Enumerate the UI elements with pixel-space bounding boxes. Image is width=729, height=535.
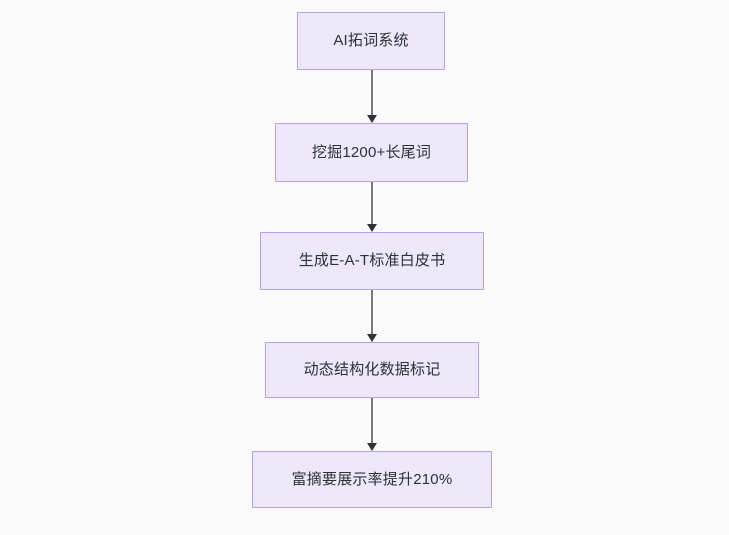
arrowhead-icon <box>367 115 377 123</box>
flow-node-ai-keyword-system[interactable]: AI拓词系统 <box>297 12 445 70</box>
flow-node-label: AI拓词系统 <box>333 32 409 49</box>
edge-n1-n2 <box>367 70 377 123</box>
flow-node-label: 富摘要展示率提升210% <box>291 470 453 488</box>
arrowhead-icon <box>367 334 377 342</box>
flow-node-label: 动态结构化数据标记 <box>303 361 441 378</box>
flow-node-mine-longtail-keywords[interactable]: 挖掘1200+长尾词 <box>275 123 468 182</box>
edge-n3-n4 <box>367 290 377 342</box>
flow-node-label: 生成E-A-T标准白皮书 <box>298 252 446 269</box>
flow-node-generate-eat-whitepaper[interactable]: 生成E-A-T标准白皮书 <box>260 232 484 290</box>
edge-line <box>371 290 373 335</box>
flow-node-rich-snippet-rate-increase[interactable]: 富摘要展示率提升210% <box>252 451 492 508</box>
edge-n4-n5 <box>367 398 377 451</box>
arrowhead-icon <box>367 443 377 451</box>
edge-line <box>371 182 373 225</box>
flow-node-label: 挖掘1200+长尾词 <box>311 143 432 161</box>
arrowhead-icon <box>367 224 377 232</box>
edge-n2-n3 <box>367 182 377 232</box>
edge-line <box>371 398 373 444</box>
flow-node-dynamic-structured-data-markup[interactable]: 动态结构化数据标记 <box>265 342 479 398</box>
edge-line <box>371 70 373 116</box>
